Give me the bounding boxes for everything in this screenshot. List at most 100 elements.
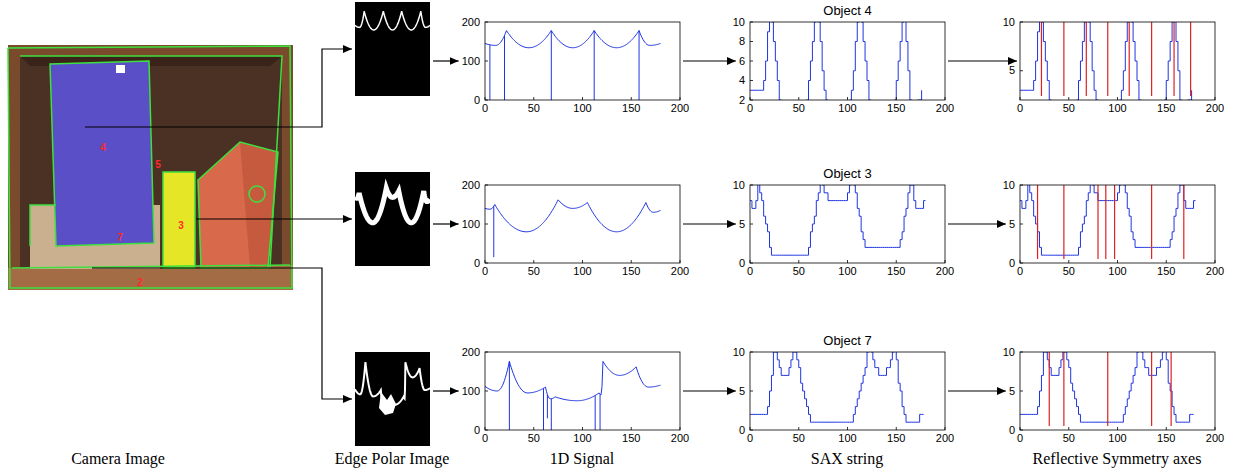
edge-polar-picture (355, 2, 430, 96)
flow-arrow (683, 223, 736, 224)
segment-outline (30, 205, 56, 246)
plot-title: Object 7 (823, 334, 871, 349)
y-tick-label: 5 (1009, 218, 1015, 231)
x-tick-label: 50 (528, 102, 540, 115)
segment-outline (8, 46, 292, 288)
plot-frame (485, 22, 680, 100)
x-tick-label: 200 (671, 102, 689, 115)
tick-mark (533, 97, 534, 100)
x-tick-label: 200 (671, 432, 689, 445)
symmetry-axis (1173, 22, 1174, 96)
plot-picture (485, 185, 680, 263)
tick-mark (1117, 427, 1118, 430)
tick-mark (847, 260, 848, 263)
y-tick-label: 5 (1009, 385, 1015, 398)
x-tick-label: 0 (747, 432, 753, 445)
plot-axes: 105050100150200 (1020, 22, 1215, 100)
symmetry-axis (1086, 22, 1087, 96)
y-tick-label: 0 (739, 424, 745, 437)
plot-picture (1020, 344, 1215, 430)
segment-outline (20, 56, 282, 268)
tick-mark (1166, 427, 1167, 430)
sax-line (750, 22, 922, 100)
polar-blob (379, 392, 396, 415)
x-tick-label: 150 (887, 432, 905, 445)
symmetry-axis (1129, 22, 1130, 96)
plot-lines (485, 361, 661, 430)
plot-axes: Object 31050050100150200 (750, 185, 945, 263)
x-tick-label: 150 (887, 102, 905, 115)
symmetry-axis (1105, 185, 1106, 259)
plot-ground (485, 352, 680, 430)
x-tick-label: 0 (747, 102, 753, 115)
plot-frame (750, 22, 945, 100)
plot-frame (485, 352, 680, 430)
x-tick-label: 150 (622, 265, 640, 278)
tick-mark (750, 80, 753, 81)
tick-mark (847, 97, 848, 100)
polar-edge (355, 188, 430, 223)
x-tick-label: 50 (528, 432, 540, 445)
plot-title: Object 3 (823, 167, 871, 182)
flow-arrow (433, 223, 459, 224)
tick-mark (896, 427, 897, 430)
y-tick-label: 0 (1009, 257, 1015, 270)
x-tick-label: 50 (793, 432, 805, 445)
edge-polar-image (355, 2, 430, 96)
x-tick-label: 200 (1206, 432, 1224, 445)
symmetry-axis (1114, 185, 1115, 259)
y-tick-label: 0 (474, 257, 480, 270)
y-tick-label: 5 (739, 385, 745, 398)
x-tick-label: 0 (482, 432, 488, 445)
x-tick-label: 0 (482, 102, 488, 115)
tick-mark (798, 427, 799, 430)
orange-book (198, 142, 278, 268)
plot-picture (750, 344, 945, 430)
tick-mark (1117, 97, 1118, 100)
y-tick-label: 10 (733, 346, 745, 359)
x-tick-label: 50 (1063, 432, 1075, 445)
x-tick-label: 0 (1017, 102, 1023, 115)
y-tick-label: 200 (462, 346, 480, 359)
flow-arrow (683, 390, 736, 391)
symmetry-axis (1063, 22, 1064, 96)
tick-mark (750, 61, 753, 62)
shelf-back (20, 56, 282, 268)
signal-spike (493, 206, 494, 257)
plot-lines (1020, 22, 1192, 100)
tick-mark (533, 260, 534, 263)
x-tick-label: 100 (838, 102, 856, 115)
signal-spike (551, 399, 552, 430)
x-tick-label: 100 (1108, 265, 1126, 278)
x-tick-label: 150 (622, 102, 640, 115)
tick-mark (798, 97, 799, 100)
tick-mark (896, 97, 897, 100)
symmetry-axis (1151, 352, 1152, 426)
symmetry-axis (1063, 352, 1064, 426)
y-tick-label: 5 (739, 218, 745, 231)
sax-line (1020, 352, 1194, 422)
column-label: Reflective Symmetry axes (1033, 450, 1202, 468)
y-tick-label: 2 (739, 94, 745, 107)
x-tick-label: 50 (1063, 102, 1075, 115)
x-tick-label: 100 (573, 102, 591, 115)
plot-frame (1020, 185, 1215, 263)
y-tick-label: 100 (462, 218, 480, 231)
plot-frame (1020, 22, 1215, 100)
tick-mark (485, 61, 488, 62)
plot-ground (485, 22, 680, 100)
flow-arrow (948, 223, 1006, 224)
plot-lines (1020, 185, 1196, 259)
tick-mark (1068, 427, 1069, 430)
y-tick-label: 10 (1003, 179, 1015, 192)
x-tick-label: 100 (838, 432, 856, 445)
symmetry-axis (1151, 185, 1152, 259)
symmetry-axis (1183, 185, 1184, 259)
plot-frame (485, 185, 680, 263)
edge-polar-picture (355, 352, 430, 446)
x-tick-label: 50 (793, 265, 805, 278)
plot-lines (485, 31, 661, 100)
polar-edge (355, 11, 430, 30)
